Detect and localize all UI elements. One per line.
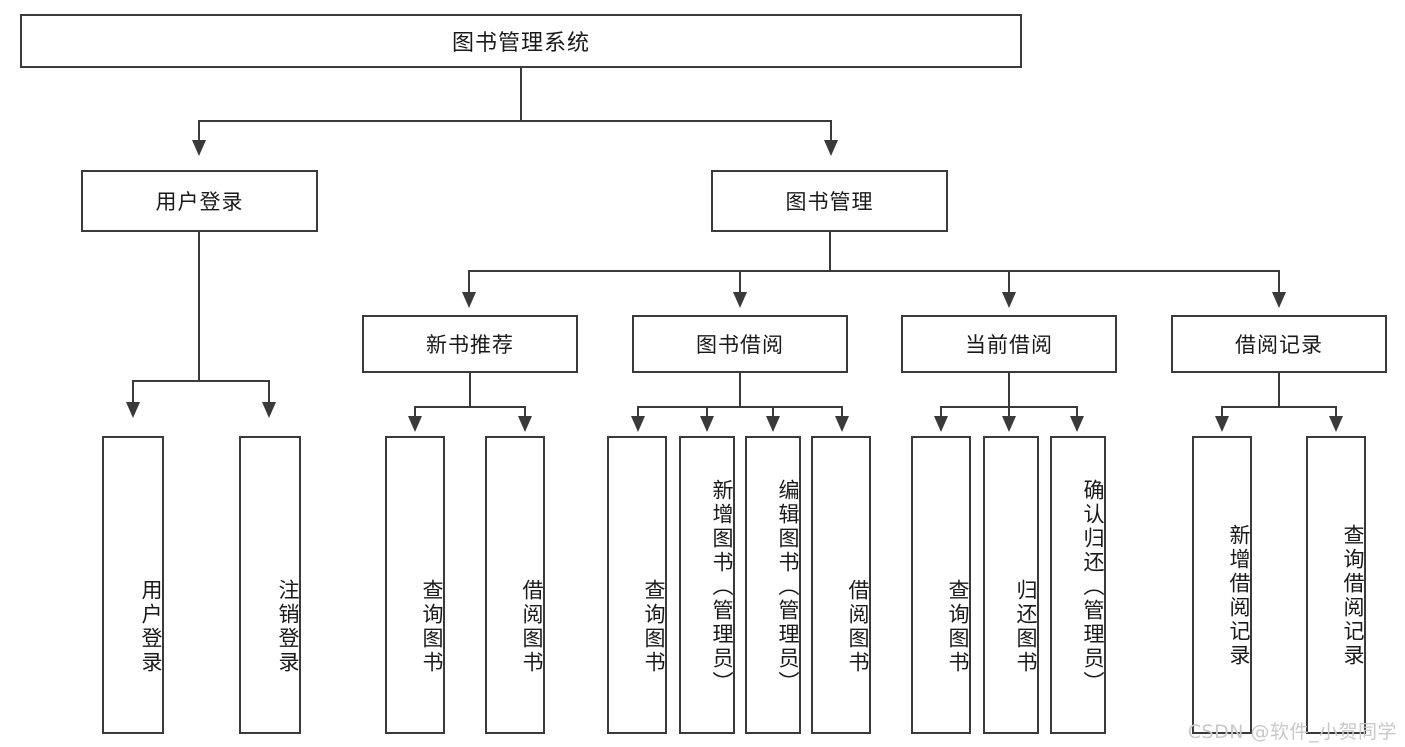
leaf-book-borrow-borrow[interactable]: 借阅图书 — [811, 436, 871, 734]
connector-borrow-records-leaf-1 — [1221, 406, 1223, 420]
connector-book-management-bus — [468, 270, 1280, 272]
csdn-watermark: CSDN @软件_小贺同学 — [1187, 721, 1397, 743]
arrowhead-book-borrow-leaf-4 — [835, 416, 849, 432]
connector-book-borrow-leaf-4 — [841, 406, 843, 420]
connector-book-borrow-leaf-3 — [772, 406, 774, 420]
connector-user-login-to-leaf-1 — [132, 380, 134, 406]
arrowhead-to-borrow-records — [1272, 292, 1286, 308]
node-root-book-management-system[interactable]: 图书管理系统 — [20, 14, 1022, 68]
connector-root-stem — [520, 68, 522, 120]
arrowhead-book-borrow-leaf-1 — [631, 416, 645, 432]
arrowhead-new-book-leaf-2 — [518, 416, 532, 432]
arrowhead-to-new-book-recommend — [462, 292, 476, 308]
arrowhead-new-book-leaf-1 — [408, 416, 422, 432]
connector-user-login-to-leaf-2 — [268, 380, 270, 406]
leaf-current-borrow-query[interactable]: 查询图书 — [911, 436, 971, 734]
connector-root-to-user-login — [198, 120, 200, 146]
connector-root-to-book-management — [830, 120, 832, 146]
node-book-borrow[interactable]: 图书借阅 — [632, 315, 848, 373]
connector-bm-to-borrow-records — [1278, 270, 1280, 296]
arrowhead-current-borrow-leaf-2 — [1002, 416, 1016, 432]
arrowhead-to-user-login — [192, 140, 206, 156]
connector-user-login-bus — [132, 380, 270, 382]
connector-book-borrow-bus — [637, 406, 843, 408]
leaf-book-borrow-query[interactable]: 查询图书 — [607, 436, 667, 734]
connector-bm-to-book-borrow — [739, 270, 741, 296]
arrowhead-book-borrow-leaf-2 — [700, 416, 714, 432]
node-borrow-records[interactable]: 借阅记录 — [1171, 315, 1387, 373]
node-new-book-recommend[interactable]: 新书推荐 — [362, 315, 578, 373]
arrowhead-user-login-leaf-2 — [262, 402, 276, 418]
connector-user-login-stem — [198, 232, 200, 380]
arrowhead-to-book-borrow — [733, 292, 747, 308]
connector-root-bus — [198, 120, 832, 122]
leaf-user-login-logout[interactable]: 注销登录 — [239, 436, 301, 734]
arrowhead-current-borrow-leaf-1 — [934, 416, 948, 432]
arrowhead-to-current-borrow — [1002, 292, 1016, 308]
leaf-current-borrow-return[interactable]: 归还图书 — [983, 436, 1039, 734]
leaf-borrow-records-add[interactable]: 新增借阅记录 — [1192, 436, 1252, 734]
connector-new-book-leaf-2 — [524, 406, 526, 420]
node-user-login[interactable]: 用户登录 — [81, 170, 318, 232]
connector-book-borrow-leaf-1 — [637, 406, 639, 420]
node-book-management[interactable]: 图书管理 — [711, 170, 948, 232]
leaf-new-book-borrow[interactable]: 借阅图书 — [485, 436, 545, 734]
leaf-new-book-query[interactable]: 查询图书 — [385, 436, 445, 734]
connector-borrow-records-leaf-2 — [1335, 406, 1337, 420]
connector-borrow-records-bus — [1221, 406, 1337, 408]
connector-current-borrow-stem — [1008, 373, 1010, 406]
connector-book-management-stem — [829, 232, 831, 270]
connector-current-borrow-leaf-3 — [1076, 406, 1078, 420]
connector-book-borrow-stem — [739, 373, 741, 406]
connector-current-borrow-leaf-1 — [940, 406, 942, 420]
arrowhead-user-login-leaf-1 — [126, 402, 140, 418]
connector-borrow-records-stem — [1278, 373, 1280, 406]
node-current-borrow[interactable]: 当前借阅 — [901, 315, 1117, 373]
connector-book-borrow-leaf-2 — [706, 406, 708, 420]
leaf-current-borrow-confirm-admin[interactable]: 确认归还（管理员） — [1050, 436, 1106, 734]
arrowhead-borrow-records-leaf-1 — [1215, 416, 1229, 432]
leaf-borrow-records-query[interactable]: 查询借阅记录 — [1306, 436, 1366, 734]
connector-bm-to-new-book — [468, 270, 470, 296]
connector-bm-to-current-borrow — [1008, 270, 1010, 296]
connector-new-book-bus — [414, 406, 526, 408]
arrowhead-borrow-records-leaf-2 — [1329, 416, 1343, 432]
arrowhead-to-book-management — [824, 140, 838, 156]
leaf-book-borrow-add-admin[interactable]: 新增图书（管理员） — [679, 436, 735, 734]
leaf-user-login-login[interactable]: 用户登录 — [102, 436, 164, 734]
connector-current-borrow-leaf-2 — [1008, 406, 1010, 420]
leaf-book-borrow-edit-admin[interactable]: 编辑图书（管理员） — [745, 436, 801, 734]
arrowhead-current-borrow-leaf-3 — [1070, 416, 1084, 432]
connector-new-book-stem — [469, 373, 471, 406]
arrowhead-book-borrow-leaf-3 — [766, 416, 780, 432]
connector-new-book-leaf-1 — [414, 406, 416, 420]
